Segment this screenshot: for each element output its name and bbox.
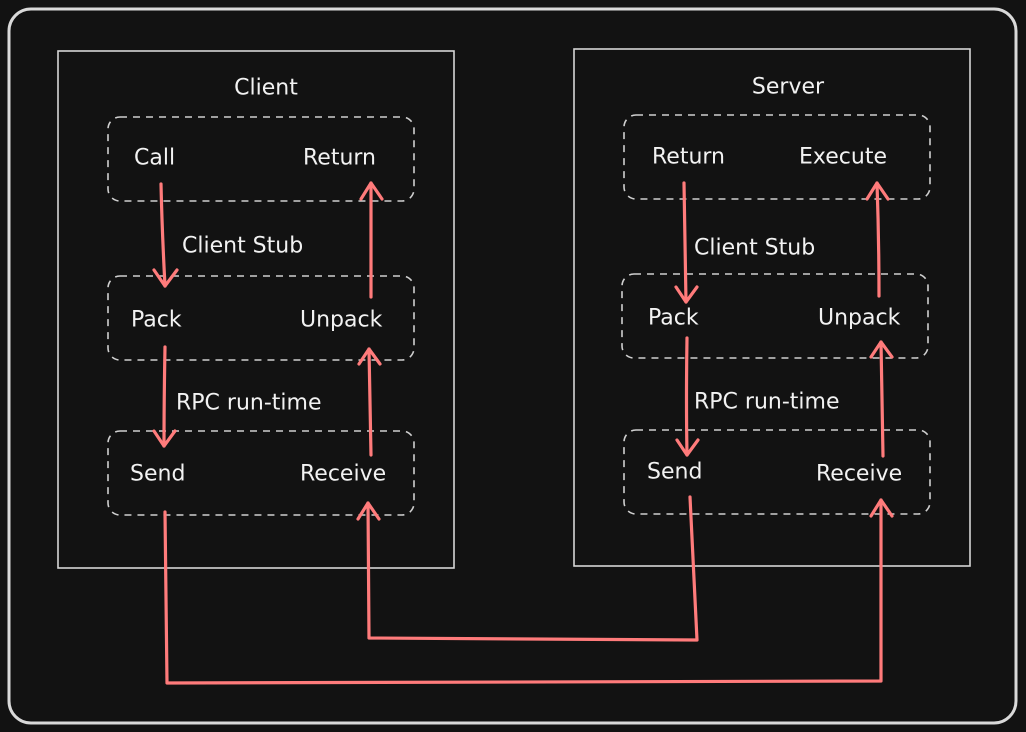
- arrow-head-client-unpack-to-return: [359, 181, 384, 201]
- server-runtime-group: [623, 429, 931, 515]
- arrow-head-server-return-to-pack: [674, 285, 699, 304]
- server-unpack-label: Unpack: [818, 306, 901, 331]
- client-stub-label: Client Stub: [182, 234, 303, 259]
- client-title: Client: [234, 76, 298, 101]
- client-stub-group: [107, 275, 415, 361]
- arrow-server-pack-to-send: [684, 336, 689, 457]
- outer-frame: [7, 7, 1018, 725]
- client-app-group: [107, 116, 415, 202]
- server-send-label: Send: [647, 460, 702, 485]
- server-stub-group: [621, 273, 929, 359]
- arrow-client-receive-to-unpack: [367, 347, 373, 457]
- client-runtime-label: RPC run-time: [176, 391, 321, 416]
- arrow-head-client-call-to-pack: [152, 268, 179, 288]
- server-receive-label: Receive: [816, 462, 902, 487]
- arrow-client-send-to-server-receive: [163, 498, 883, 685]
- server-app-group: [623, 114, 931, 200]
- client-pack-label: Pack: [131, 308, 182, 333]
- client-call-label: Call: [134, 146, 175, 171]
- server-stub-label: Client Stub: [694, 236, 815, 261]
- arrow-head-client-pack-to-send: [152, 429, 177, 448]
- server-return-label: Return: [652, 145, 725, 170]
- client-unpack-label: Unpack: [300, 308, 383, 333]
- server-title: Server: [752, 75, 825, 100]
- arrow-client-call-to-pack: [159, 182, 167, 288]
- arrow-server-send-to-client-receive: [366, 495, 699, 642]
- client-runtime-group: [107, 430, 415, 516]
- arrow-head-server-pack-to-send: [675, 438, 700, 457]
- arrow-head-server-unpack-to-execute: [865, 181, 890, 201]
- server-panel-border: [573, 48, 971, 567]
- client-receive-label: Receive: [300, 462, 386, 487]
- server-execute-label: Execute: [799, 145, 887, 170]
- arrow-server-return-to-pack: [682, 181, 688, 304]
- server-runtime-label: RPC run-time: [694, 390, 839, 415]
- client-send-label: Send: [130, 462, 185, 487]
- client-panel-border: [57, 50, 455, 569]
- server-pack-label: Pack: [648, 306, 699, 331]
- arrow-client-pack-to-send: [162, 345, 167, 448]
- arrow-head-client-receive-to-unpack: [357, 347, 382, 366]
- client-panel: Client Call Return Client Stub Pack Unpa…: [57, 50, 455, 569]
- server-panel: Server Return Execute Client Stub Pack U…: [573, 48, 971, 567]
- arrow-head-server-receive-to-unpack: [869, 340, 894, 359]
- arrow-server-receive-to-unpack: [879, 340, 885, 458]
- arrow-server-unpack-to-execute: [875, 181, 881, 298]
- client-return-label: Return: [303, 146, 376, 171]
- arrow-head-server-send-to-client-receive: [356, 501, 381, 521]
- arrow-head-client-send-to-server-receive: [869, 498, 894, 518]
